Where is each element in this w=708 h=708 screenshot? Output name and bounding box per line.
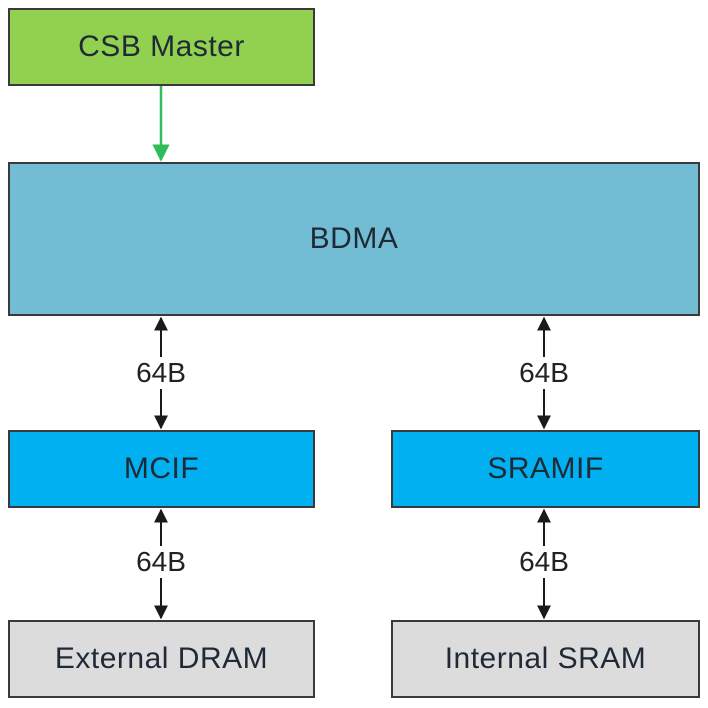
bdma-label: BDMA [309,222,399,255]
sramif-label: SRAMIF [487,452,604,485]
bdma-mcif-width-label: 64B [121,357,201,389]
external-dram-label: External DRAM [54,642,269,675]
sramif-sram-width-label: 64B [504,546,584,578]
mcif-block: MCIF [8,430,315,508]
mcif-label: MCIF [123,452,200,485]
bdma-block: BDMA [8,162,700,316]
bdma-sramif-width-label: 64B [504,357,584,389]
csb-master-block: CSB Master [8,8,315,86]
mcif-dram-width-label: 64B [121,546,201,578]
internal-sram-block: Internal SRAM [391,620,700,698]
csb-master-label: CSB Master [78,30,245,63]
sramif-block: SRAMIF [391,430,700,508]
external-dram-block: External DRAM [8,620,315,698]
internal-sram-label: Internal SRAM [444,642,647,675]
